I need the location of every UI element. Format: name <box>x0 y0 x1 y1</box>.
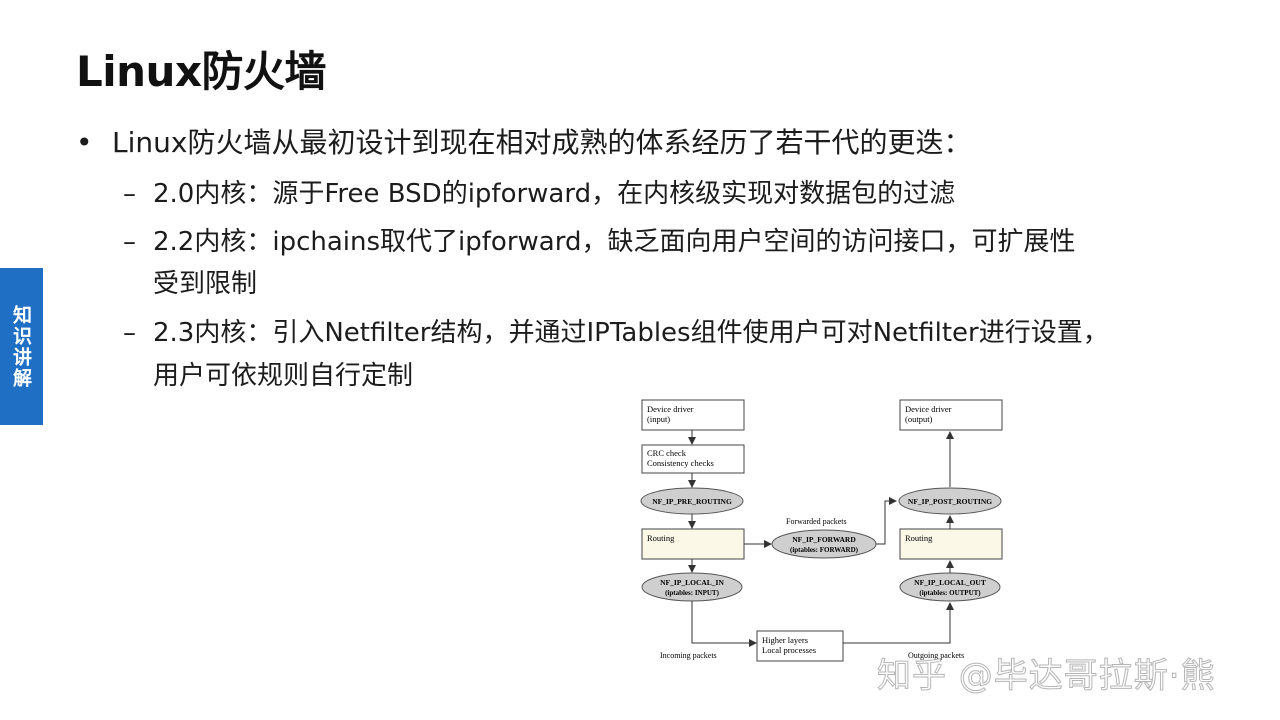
local-out-label1: NF_IP_LOCAL_OUT <box>914 578 986 587</box>
device-driver-output-label2: (output) <box>905 414 933 424</box>
side-tab-knowledge: 知识讲解 <box>0 268 43 425</box>
local-in-label2: (iptables: INPUT) <box>665 589 720 597</box>
sub-bullet-marker: – <box>123 318 136 348</box>
device-driver-input-label2: (input) <box>647 414 670 424</box>
device-driver-output-label1: Device driver <box>905 404 952 414</box>
sub-bullet-2-line2: 受到限制 <box>153 269 258 299</box>
local-out-hook <box>899 572 1001 602</box>
routing-left-label: Routing <box>647 533 675 543</box>
post-routing-label: NF_IP_POST_ROUTING <box>908 497 992 506</box>
crc-check-box <box>641 444 745 474</box>
device-driver-input-box <box>641 399 745 431</box>
incoming-packets-label: Incoming packets <box>660 651 717 660</box>
bullet-main: Linux防火墙从最初设计到现在相对成熟的体系经历了若干代的更迭： <box>112 126 972 159</box>
routing-right-box <box>899 528 1003 560</box>
device-driver-input-label1: Device driver <box>647 404 694 414</box>
sub-bullet-3-line2: 用户可依规则自行定制 <box>153 361 414 391</box>
higher-layers-label2: Local processes <box>762 645 816 655</box>
outgoing-packets-label: Outgoing packets <box>908 651 964 660</box>
sub-bullet-3-line1: 2.3内核：引入Netfilter结构，并通过IPTables组件使用户可对Ne… <box>153 318 1109 348</box>
local-in-label1: NF_IP_LOCAL_IN <box>660 578 724 587</box>
bullet-marker: • <box>76 126 93 159</box>
zhihu-watermark: 知乎 @毕达哥拉斯·熊 <box>877 656 1216 697</box>
netfilter-diagram-svg: Device driver (input) CRC check Consiste… <box>640 399 1003 662</box>
forwarded-packets-label: Forwarded packets <box>786 517 847 526</box>
crc-check-label1: CRC check <box>647 448 687 458</box>
device-driver-output-box <box>899 399 1003 431</box>
forward-label2: (iptables: FORWARD) <box>790 546 859 554</box>
netfilter-hooks-diagram: Device driver (input) CRC check Consiste… <box>630 395 1020 670</box>
slide-title: Linux防火墙 <box>76 47 327 96</box>
higher-layers-box <box>756 630 844 662</box>
local-out-label2: (iptables: OUTPUT) <box>919 589 981 597</box>
sub-bullet-marker: – <box>123 179 136 209</box>
routing-right-label: Routing <box>905 533 933 543</box>
sub-bullet-marker: – <box>123 227 136 257</box>
higher-layers-label1: Higher layers <box>762 635 808 645</box>
sub-bullet-1-line1: 2.0内核：源于Free BSD的ipforward，在内核级实现对数据包的过滤 <box>153 179 956 209</box>
crc-check-label2: Consistency checks <box>647 458 714 468</box>
forward-label1: NF_IP_FORWARD <box>792 535 856 544</box>
sub-bullet-2-line1: 2.2内核：ipchains取代了ipforward，缺乏面向用户空间的访问接口… <box>153 227 1076 257</box>
pre-routing-label: NF_IP_PRE_ROUTING <box>652 497 732 506</box>
post-routing-hook <box>898 487 1002 515</box>
side-tab-label: 知识讲解 <box>10 304 32 389</box>
